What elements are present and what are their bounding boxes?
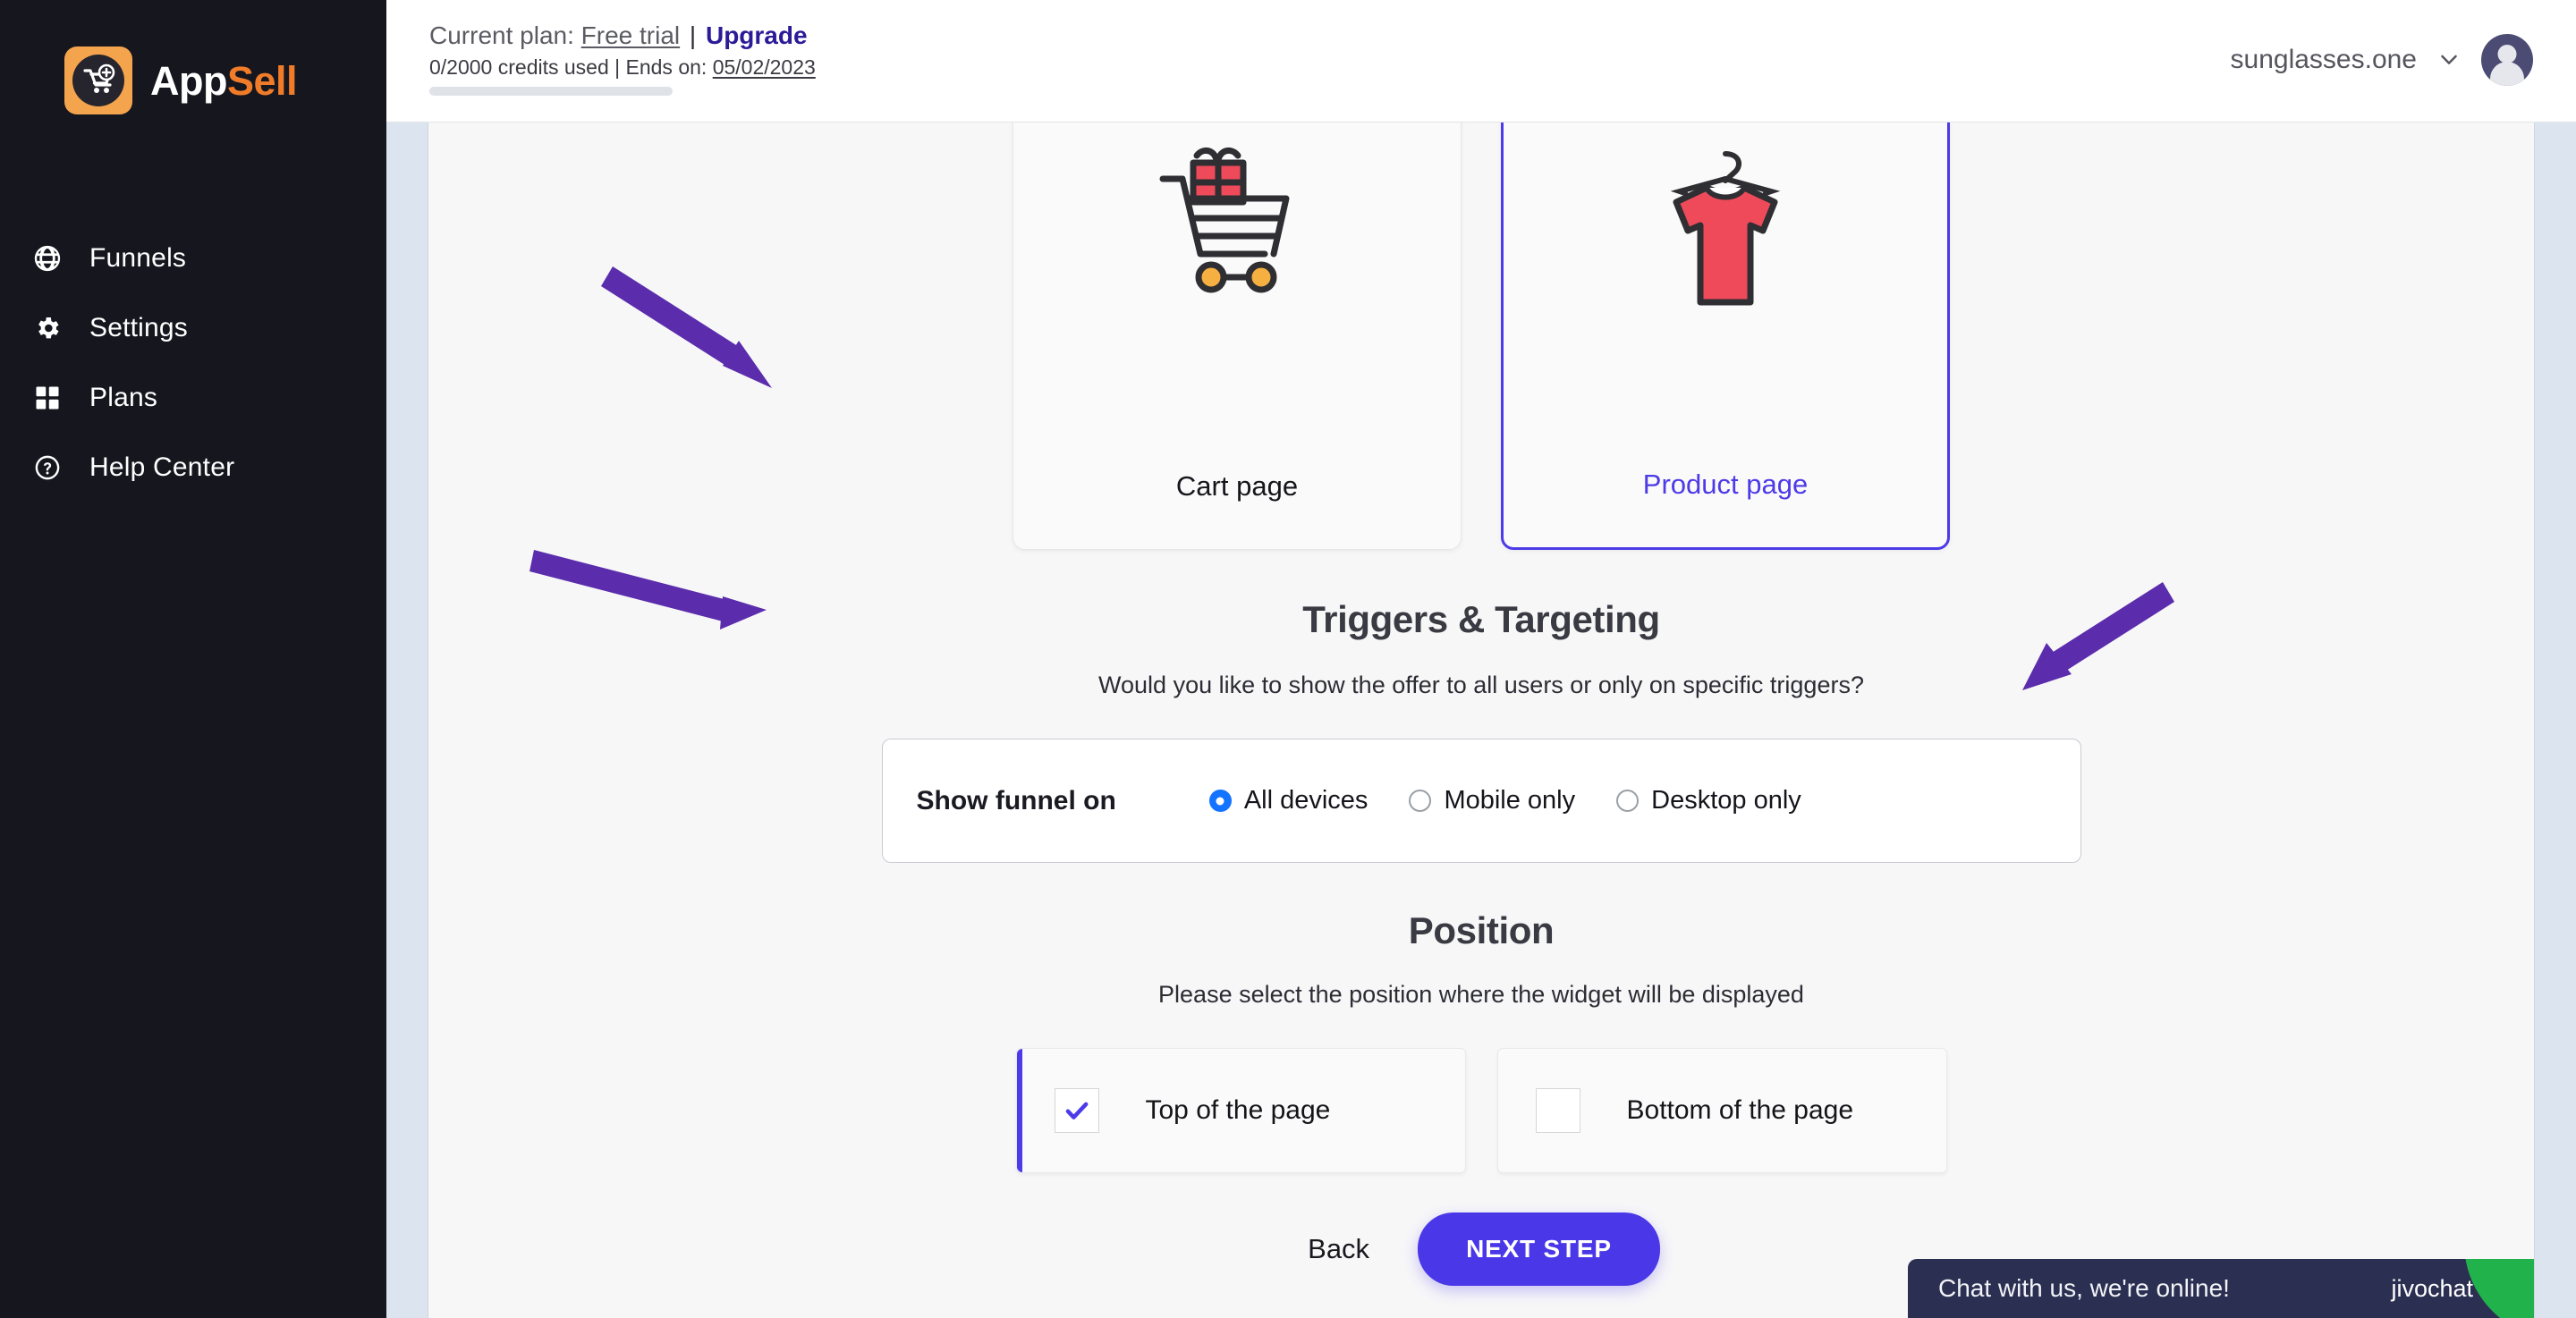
avatar-head (2497, 45, 2517, 63)
sidebar-item-label: Help Center (89, 452, 235, 482)
appsell-logo-icon (64, 46, 132, 114)
sidebar: AppSell Funnels Settings (0, 0, 386, 1318)
sidebar-item-plans[interactable]: Plans (0, 363, 386, 433)
show-funnel-on-label: Show funnel on (916, 785, 1116, 815)
position-card-bottom[interactable]: Bottom of the page (1496, 1048, 1947, 1173)
checkbox-bottom-of-page[interactable] (1535, 1088, 1580, 1133)
position-label: Bottom of the page (1626, 1095, 1854, 1125)
plan-line-primary: Current plan: Free trial | Upgrade (429, 20, 816, 51)
jivochat-widget[interactable]: Chat with us, we're online! jivochat (1908, 1259, 2534, 1318)
jivochat-brand: jivochat (2391, 1274, 2473, 1302)
jivochat-leaf-icon (2464, 1259, 2534, 1318)
store-name-label: sunglasses.one (2230, 45, 2417, 74)
sidebar-item-label: Plans (89, 383, 158, 412)
content-area: Cart page (386, 123, 2576, 1318)
radio-mobile-only[interactable]: Mobile only (1409, 786, 1575, 815)
page-type-selector: Cart page (1013, 123, 1950, 550)
page-type-card-cart[interactable]: Cart page (1013, 123, 1462, 550)
radio-desktop-only[interactable]: Desktop only (1616, 786, 1801, 815)
left-gutter (386, 123, 428, 1318)
sidebar-item-settings[interactable]: Settings (0, 293, 386, 363)
credits-line: 0/2000 credits used | Ends on: 05/02/202… (429, 55, 816, 80)
chevron-down-icon[interactable] (2436, 47, 2462, 72)
next-step-button[interactable]: NEXT STEP (1418, 1212, 1660, 1286)
radio-all-devices[interactable]: All devices (1208, 786, 1368, 815)
triggers-subtitle: Would you like to show the offer to all … (1098, 672, 1864, 698)
main-column: Current plan: Free trial | Upgrade 0/200… (386, 0, 2576, 1318)
show-funnel-on-panel: Show funnel on All devices Mobile only (881, 739, 2081, 863)
radio-label: All devices (1243, 786, 1368, 815)
topbar: Current plan: Free trial | Upgrade 0/200… (386, 0, 2576, 123)
page-type-card-product[interactable]: Product page (1501, 123, 1950, 550)
plan-end-date: 05/02/2023 (712, 55, 816, 79)
triggers-title: Triggers & Targeting (1302, 598, 1660, 640)
sidebar-item-help-center[interactable]: Help Center (0, 433, 386, 503)
position-card-top[interactable]: Top of the page (1015, 1048, 1466, 1173)
position-options: Top of the page Bottom of the page (1015, 1048, 1947, 1173)
globe-icon (30, 241, 64, 275)
back-button[interactable]: Back (1302, 1226, 1375, 1272)
position-title: Position (1408, 909, 1555, 951)
sidebar-item-label: Funnels (89, 243, 187, 273)
wizard-actions: Back NEXT STEP (1302, 1212, 1660, 1286)
checkbox-top-of-page[interactable] (1054, 1088, 1099, 1133)
radio-indicator-selected[interactable] (1208, 790, 1232, 812)
right-gutter (2534, 123, 2576, 1318)
credits-progress-bar (429, 86, 673, 96)
jivochat-message: Chat with us, we're online! (1938, 1274, 2230, 1302)
radio-indicator[interactable] (1616, 790, 1640, 812)
avatar[interactable] (2481, 34, 2533, 86)
radio-label: Mobile only (1444, 786, 1576, 815)
credits-text: 0/2000 credits used | Ends on: (429, 55, 708, 79)
device-radio-group: All devices Mobile only Desktop only (1208, 786, 1801, 815)
cart-with-gift-icon (1013, 147, 1461, 317)
tshirt-on-hanger-icon (1504, 148, 1947, 327)
gear-icon (30, 311, 64, 345)
page-type-label: Cart page (1175, 470, 1299, 502)
position-label: Top of the page (1145, 1095, 1331, 1125)
upgrade-link[interactable]: Upgrade (705, 21, 808, 49)
brand-name-sell: Sell (226, 57, 298, 104)
plan-prefix-label: Current plan: (429, 21, 574, 49)
funnel-wizard-canvas: Cart page (428, 123, 2534, 1318)
question-circle-icon (30, 451, 64, 485)
sidebar-nav: Funnels Settings (0, 224, 386, 503)
user-menu[interactable]: sunglasses.one (2231, 0, 2576, 86)
grid-icon (30, 381, 64, 415)
plan-name-link[interactable]: Free trial (580, 21, 681, 49)
sidebar-item-funnels[interactable]: Funnels (0, 224, 386, 293)
brand-logo[interactable]: AppSell (0, 0, 386, 125)
brand-name-app: App (150, 57, 227, 104)
brand-name: AppSell (150, 57, 298, 104)
page-type-label: Product page (1642, 469, 1809, 500)
plan-separator: | (689, 21, 697, 49)
avatar-body (2490, 62, 2524, 86)
position-subtitle: Please select the position where the wid… (1158, 981, 1804, 1008)
wizard-inner: Cart page (428, 123, 2534, 1286)
sidebar-item-label: Settings (89, 313, 188, 342)
plan-status: Current plan: Free trial | Upgrade 0/200… (386, 0, 816, 96)
radio-indicator[interactable] (1409, 790, 1432, 812)
radio-label: Desktop only (1651, 786, 1801, 815)
